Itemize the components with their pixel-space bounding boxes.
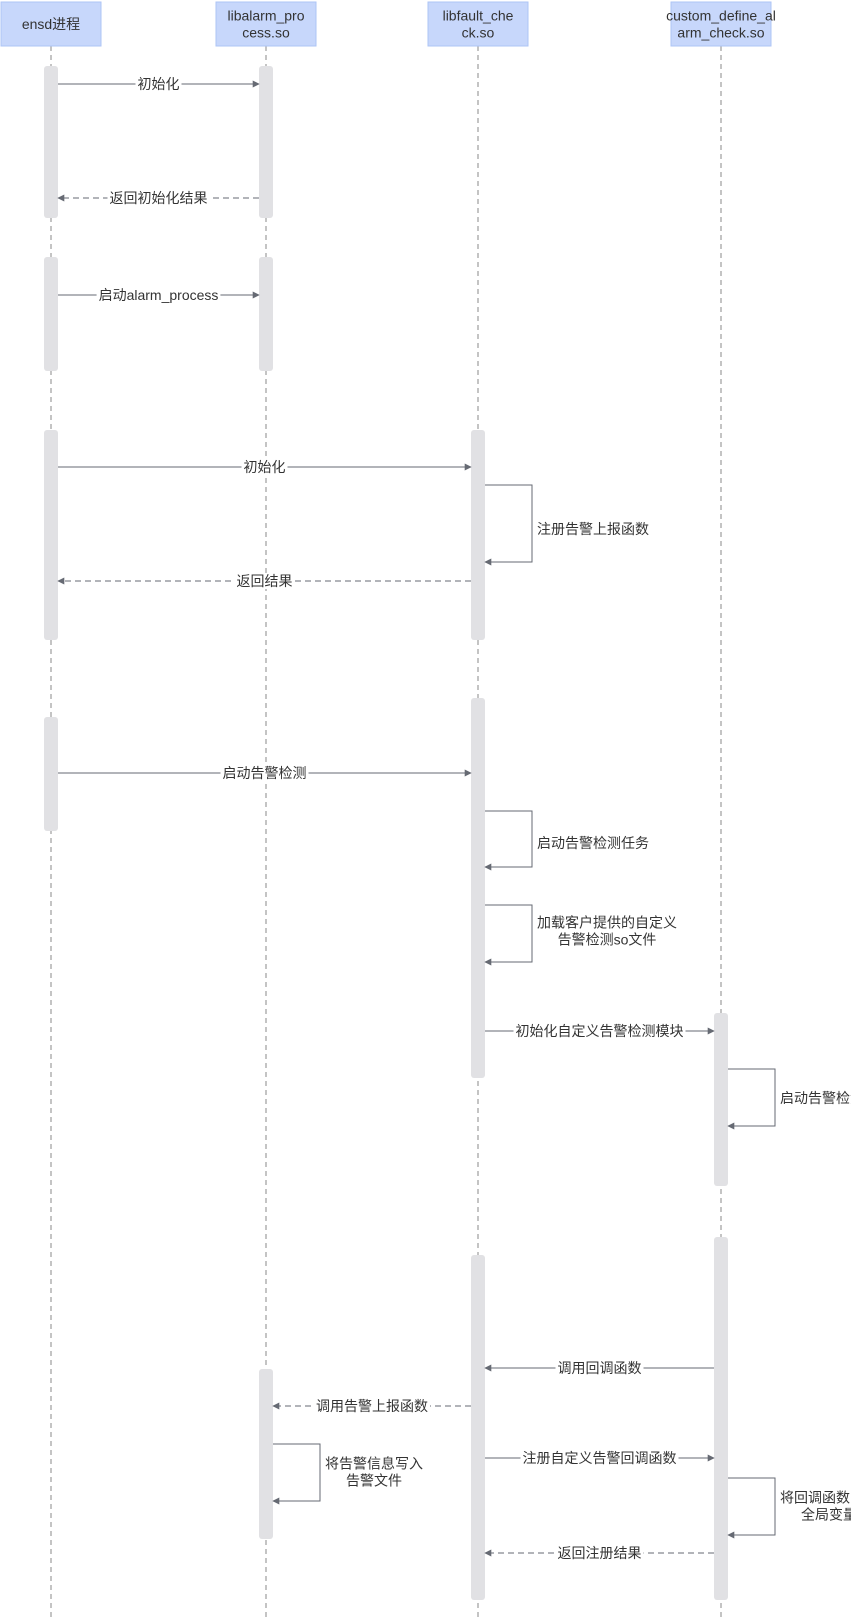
message-16: 将回调函数写入全局变量	[727, 1477, 851, 1539]
self-message-arrow	[484, 810, 533, 871]
message-label: 返回注册结果	[558, 1545, 642, 1561]
label-background	[107, 190, 210, 206]
activation-bar-libalarm	[259, 1369, 273, 1539]
message-label: 初始化自定义告警检测模块	[516, 1023, 684, 1039]
message-label: 返回初始化结果	[110, 190, 208, 206]
label-background	[520, 1450, 679, 1466]
message-label: 全局变量	[801, 1507, 851, 1523]
self-message-arrow	[727, 1068, 776, 1130]
participant-box	[670, 1, 772, 47]
label-background	[555, 1545, 644, 1561]
message-label: 初始化	[138, 76, 180, 92]
message-label: 返回结果	[237, 573, 293, 589]
participant-label: cess.so	[242, 25, 290, 41]
participant-label: ensd进程	[22, 16, 80, 32]
label-background	[344, 1472, 404, 1489]
participant-label: arm_check.so	[677, 25, 764, 41]
label-background	[778, 1090, 851, 1106]
label-background	[96, 287, 221, 303]
label-background	[555, 1360, 644, 1376]
activation-bar-ensd	[44, 430, 58, 640]
participant-label: libfault_che	[443, 8, 514, 24]
self-message-arrow	[484, 484, 533, 566]
message-label: 调用告警上报函数	[316, 1398, 428, 1414]
label-background	[314, 1398, 430, 1414]
message-label: 启动告警检测线程	[780, 1090, 851, 1106]
activation-bar-libalarm	[259, 257, 273, 371]
message-7: 启动告警检测	[58, 765, 472, 781]
self-message-arrow	[727, 1477, 776, 1539]
activation-bar-ensd	[44, 257, 58, 371]
label-background	[778, 1489, 851, 1506]
participant-custom: custom_define_alarm_check.so	[666, 1, 776, 47]
message-14: 注册自定义告警回调函数	[485, 1450, 715, 1466]
participant-libfault: libfault_check.so	[427, 1, 529, 47]
activation-bar-ensd	[44, 66, 58, 218]
message-label: 加载客户提供的自定义	[537, 915, 677, 931]
participant-box	[0, 1, 102, 47]
participant-label: custom_define_al	[666, 8, 776, 24]
self-message-arrow	[484, 904, 533, 966]
message-6: 返回结果	[57, 573, 471, 589]
message-11: 启动告警检测线程	[727, 1068, 851, 1130]
message-label: 将回调函数写入	[780, 1490, 851, 1506]
activation-bar-libfault	[471, 698, 485, 1078]
message-label: 启动告警检测任务	[537, 835, 649, 851]
message-12: 调用回调函数	[484, 1360, 714, 1376]
message-label: 告警文件	[346, 1473, 402, 1489]
message-label: 告警检测so文件	[558, 932, 657, 948]
message-label: 启动告警检测	[223, 765, 307, 781]
message-5: 注册告警上报函数	[484, 484, 651, 566]
label-background	[535, 835, 651, 851]
label-background	[135, 76, 182, 92]
label-background	[555, 931, 659, 948]
label-background	[799, 1506, 851, 1523]
participant-label: ck.so	[462, 25, 495, 41]
message-2: 返回初始化结果	[57, 190, 259, 206]
message-3: 启动alarm_process	[58, 287, 260, 303]
message-label: 将告警信息写入	[325, 1456, 423, 1472]
message-label: 注册告警上报函数	[537, 521, 649, 537]
message-4: 初始化	[58, 459, 472, 475]
activation-bar-custom	[714, 1013, 728, 1186]
message-1: 初始化	[58, 76, 260, 92]
activation-bar-libfault	[471, 1255, 485, 1600]
message-label: 注册自定义告警回调函数	[523, 1450, 677, 1466]
self-message-arrow	[272, 1443, 321, 1505]
activation-bar-libfault	[471, 430, 485, 640]
label-background	[535, 914, 679, 931]
message-label: 启动alarm_process	[99, 287, 219, 303]
label-background	[323, 1455, 425, 1472]
message-17: 返回注册结果	[484, 1545, 714, 1561]
participant-libalarm: libalarm_process.so	[215, 1, 317, 47]
label-background	[535, 521, 651, 537]
activation-bar-libalarm	[259, 66, 273, 218]
activation-bar-ensd	[44, 717, 58, 831]
message-10: 初始化自定义告警检测模块	[485, 1023, 715, 1039]
participant-label: libalarm_pro	[227, 8, 304, 24]
label-background	[220, 765, 309, 781]
label-background	[234, 573, 295, 589]
participant-ensd: ensd进程	[0, 1, 102, 47]
participant-box	[427, 1, 529, 47]
activation-bar-custom	[714, 1237, 728, 1600]
message-label: 初始化	[244, 459, 286, 475]
participant-box	[215, 1, 317, 47]
label-background	[241, 459, 288, 475]
message-8: 启动告警检测任务	[484, 810, 651, 871]
label-background	[513, 1023, 686, 1039]
message-label: 调用回调函数	[558, 1360, 642, 1376]
message-13: 调用告警上报函数	[272, 1398, 471, 1414]
